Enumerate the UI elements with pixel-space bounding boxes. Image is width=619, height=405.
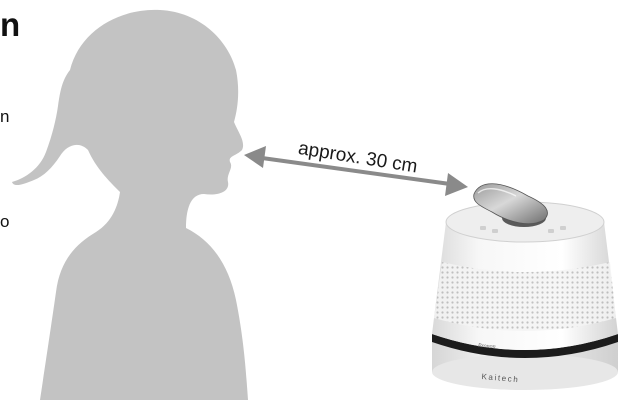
person-silhouette	[12, 10, 248, 400]
device-model-label: Pronon	[478, 343, 496, 350]
side-text-fragment: o	[0, 213, 9, 230]
pronon-device	[432, 184, 618, 390]
side-text-fragment: n	[0, 108, 9, 125]
heading-fragment: n	[0, 6, 20, 44]
